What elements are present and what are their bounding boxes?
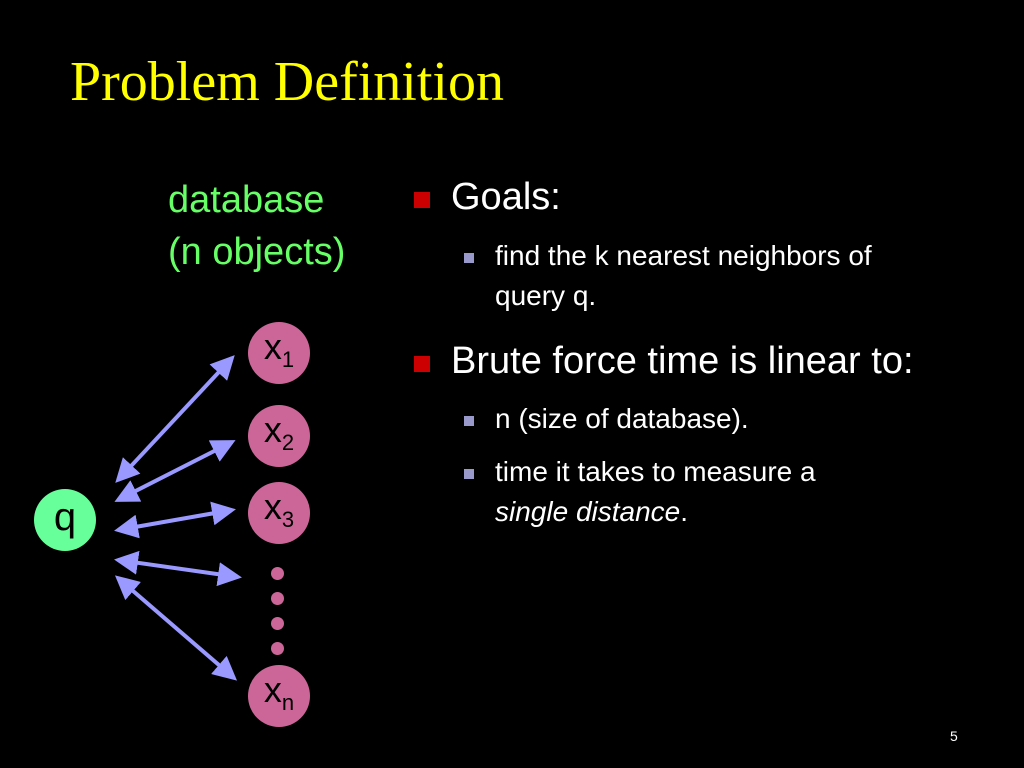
sub-bullet-text: find the k nearest neighbors of query q. bbox=[495, 236, 1015, 316]
ellipsis-dot bbox=[271, 642, 284, 655]
arrow-q-xn bbox=[114, 575, 238, 681]
database-label: database (n objects) bbox=[168, 174, 345, 278]
db-node-x2: x2 bbox=[248, 405, 310, 467]
punctuation: . bbox=[680, 496, 689, 527]
db-node-base: x bbox=[263, 669, 282, 710]
text-line: query q. bbox=[495, 280, 597, 311]
text-line: time it takes to measure a bbox=[495, 456, 816, 487]
sub-bullet-square-icon bbox=[464, 469, 474, 479]
db-node-subscript: 1 bbox=[281, 347, 295, 372]
ellipsis-dot bbox=[271, 567, 284, 580]
db-node-x1: x1 bbox=[248, 322, 310, 384]
text-line: single distance. bbox=[495, 492, 1015, 532]
arrow-q-x2 bbox=[114, 440, 236, 502]
emphasis-text: single distance bbox=[495, 496, 681, 527]
arrow-q-x1 bbox=[115, 355, 235, 483]
database-label-line1: database bbox=[168, 179, 325, 221]
page-number: 5 bbox=[950, 728, 958, 744]
database-label-line2: (n objects) bbox=[168, 231, 346, 273]
slide-title: Problem Definition bbox=[70, 51, 504, 113]
db-node-subscript: n bbox=[281, 690, 295, 715]
db-node-base: x bbox=[263, 409, 282, 450]
db-node-base: x bbox=[263, 486, 282, 527]
bullet-text: Brute force time is linear to: bbox=[451, 340, 914, 382]
db-node-subscript: 3 bbox=[281, 507, 295, 532]
bullet-square-icon bbox=[414, 356, 430, 372]
query-node: q bbox=[34, 489, 96, 551]
db-node-subscript: 2 bbox=[281, 430, 295, 455]
sub-bullet-text: n (size of database). bbox=[495, 403, 749, 434]
arrow-q-x-dots bbox=[114, 550, 242, 587]
db-node-x3: x3 bbox=[248, 482, 310, 544]
db-node-xn: xn bbox=[248, 665, 310, 727]
bullet-text: Goals: bbox=[451, 176, 561, 218]
sub-bullet-text: time it takes to measure a single distan… bbox=[495, 452, 1015, 532]
text-line: find the k nearest neighbors of bbox=[495, 240, 872, 271]
sub-bullet-square-icon bbox=[464, 253, 474, 263]
ellipsis-dot bbox=[271, 617, 284, 630]
bullet-square-icon bbox=[414, 192, 430, 208]
sub-bullet-square-icon bbox=[464, 416, 474, 426]
arrow-q-x3 bbox=[114, 501, 236, 539]
ellipsis-dot bbox=[271, 592, 284, 605]
db-node-base: x bbox=[263, 326, 282, 367]
